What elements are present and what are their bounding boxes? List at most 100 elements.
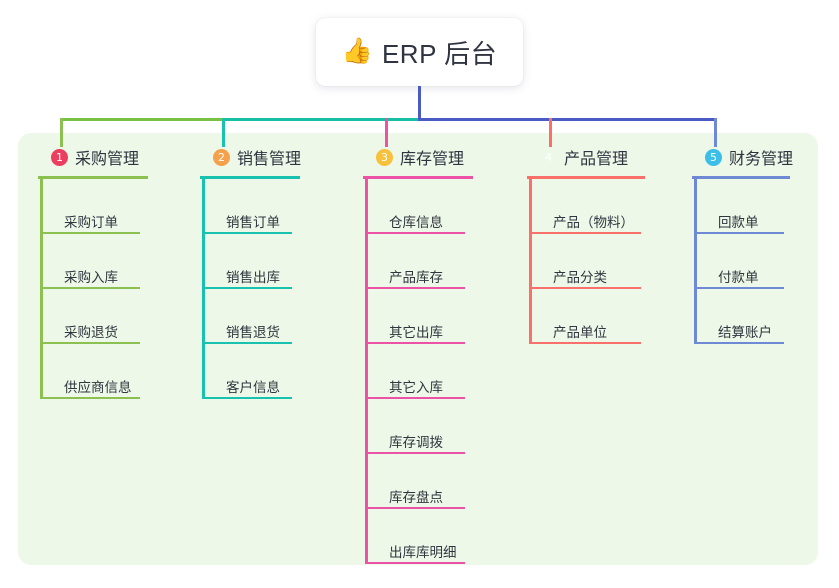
leaf-node[interactable]: 出库库明细	[363, 509, 473, 564]
leaf-node-underline	[365, 452, 465, 454]
leaf-node[interactable]: 销售订单	[200, 179, 301, 234]
branch-title: 产品管理	[564, 151, 629, 168]
branch-underline	[527, 176, 645, 179]
leaf-node-underline	[365, 507, 465, 509]
connector-bus-segment-teal	[222, 118, 421, 121]
leaf-node-label: 产品库存	[389, 269, 443, 285]
leaf-node-underline	[365, 287, 465, 289]
leaf-node-underline	[529, 287, 641, 289]
diagram-panel	[18, 133, 818, 565]
branch-index-badge: 5	[705, 148, 722, 166]
branch-title: 采购管理	[75, 151, 140, 168]
leaf-node-label: 销售退货	[226, 324, 280, 340]
leaf-node[interactable]: 销售退货	[200, 289, 301, 344]
leaf-node[interactable]: 其它出库	[363, 289, 473, 344]
root-node-title: ERP 后台	[381, 38, 498, 69]
leaf-node[interactable]: 采购入库	[38, 234, 148, 289]
leaf-node[interactable]: 客户信息	[200, 344, 301, 399]
leaf-node[interactable]: 库存调拨	[363, 399, 473, 454]
leaf-node-underline	[365, 562, 465, 564]
branch-items: 采购订单采购入库采购退货供应商信息	[38, 179, 148, 399]
leaf-node-label: 销售出库	[226, 269, 280, 285]
leaf-node-label: 结算账户	[718, 324, 772, 340]
leaf-node[interactable]: 库存盘点	[363, 454, 473, 509]
thumbs-up-icon: 👍	[341, 36, 373, 65]
leaf-node-label: 采购入库	[64, 269, 118, 285]
leaf-node-label: 采购退货	[64, 324, 118, 340]
leaf-node-underline	[694, 342, 784, 344]
connector-root-trunk	[418, 86, 421, 121]
branch-items: 回款单付款单结算账户	[692, 179, 793, 344]
branch-items: 销售订单销售出库销售退货客户信息	[200, 179, 301, 399]
leaf-node-label: 产品单位	[553, 324, 607, 340]
leaf-node-underline	[365, 342, 465, 344]
leaf-node-label: 付款单	[718, 269, 759, 285]
branch-underline	[200, 176, 300, 179]
leaf-node[interactable]: 产品（物料）	[527, 179, 645, 234]
branch-underline	[363, 176, 473, 179]
leaf-node-underline	[529, 232, 641, 234]
branch-column-5: 5 财务管理回款单付款单结算账户	[692, 145, 793, 344]
leaf-node-label: 仓库信息	[389, 214, 443, 230]
leaf-node[interactable]: 采购退货	[38, 289, 148, 344]
root-node-erp-backend[interactable]: 👍 ERP 后台	[316, 18, 523, 86]
connector-drop-5	[714, 118, 717, 147]
leaf-node-label: 产品分类	[553, 269, 607, 285]
leaf-node-underline	[40, 287, 140, 289]
leaf-node-label: 供应商信息	[64, 379, 132, 395]
leaf-node-label: 其它出库	[389, 324, 443, 340]
branch-items: 产品（物料） 产品分类产品单位	[527, 179, 645, 344]
branch-spine	[40, 179, 43, 399]
branch-title: 财务管理	[729, 151, 794, 168]
branch-items: 仓库信息产品库存其它出库其它入库库存调拨库存盘点出库库明细	[363, 179, 473, 564]
connector-drop-2	[222, 118, 225, 147]
branch-spine	[202, 179, 205, 399]
connector-drop-4	[549, 118, 552, 147]
branch-column-2: 2 销售管理销售订单销售出库销售退货客户信息	[200, 145, 301, 399]
leaf-node-underline	[202, 287, 292, 289]
leaf-node-underline	[694, 287, 784, 289]
leaf-node[interactable]: 采购订单	[38, 179, 148, 234]
branch-header-5[interactable]: 5 财务管理	[692, 145, 793, 169]
connector-drop-1	[60, 118, 63, 147]
leaf-node-label: 库存盘点	[389, 489, 443, 505]
leaf-node[interactable]: 其它入库	[363, 344, 473, 399]
leaf-node-underline	[40, 342, 140, 344]
branch-header-3[interactable]: 3 库存管理	[363, 145, 473, 169]
leaf-node-label: 采购订单	[64, 214, 118, 230]
leaf-node-label: 出库库明细	[389, 544, 457, 560]
branch-spine	[529, 179, 532, 344]
leaf-node[interactable]: 仓库信息	[363, 179, 473, 234]
branch-index-badge: 3	[376, 148, 393, 166]
leaf-node-underline	[365, 397, 465, 399]
leaf-node[interactable]: 产品分类	[527, 234, 645, 289]
leaf-node[interactable]: 结算账户	[692, 289, 793, 344]
leaf-node-underline	[529, 342, 641, 344]
leaf-node[interactable]: 回款单	[692, 179, 793, 234]
branch-header-2[interactable]: 2 销售管理	[200, 145, 301, 169]
leaf-node-underline	[40, 397, 140, 399]
leaf-node[interactable]: 付款单	[692, 234, 793, 289]
leaf-node-underline	[40, 232, 140, 234]
leaf-node-underline	[202, 342, 292, 344]
leaf-node-underline	[365, 232, 465, 234]
connector-drop-3	[385, 118, 388, 147]
leaf-node[interactable]: 产品单位	[527, 289, 645, 344]
branch-title: 库存管理	[400, 151, 465, 168]
branch-underline	[38, 176, 148, 179]
branch-index-badge: 2	[213, 148, 230, 166]
leaf-node[interactable]: 供应商信息	[38, 344, 148, 399]
leaf-node-label: 回款单	[718, 214, 759, 230]
leaf-node-label: 客户信息	[226, 379, 280, 395]
leaf-node[interactable]: 销售出库	[200, 234, 301, 289]
branch-title: 销售管理	[237, 151, 302, 168]
leaf-node-label: 库存调拨	[389, 434, 443, 450]
leaf-node[interactable]: 产品库存	[363, 234, 473, 289]
leaf-node-underline	[694, 232, 784, 234]
branch-spine	[365, 179, 368, 564]
connector-bus-segment-green	[60, 118, 222, 121]
